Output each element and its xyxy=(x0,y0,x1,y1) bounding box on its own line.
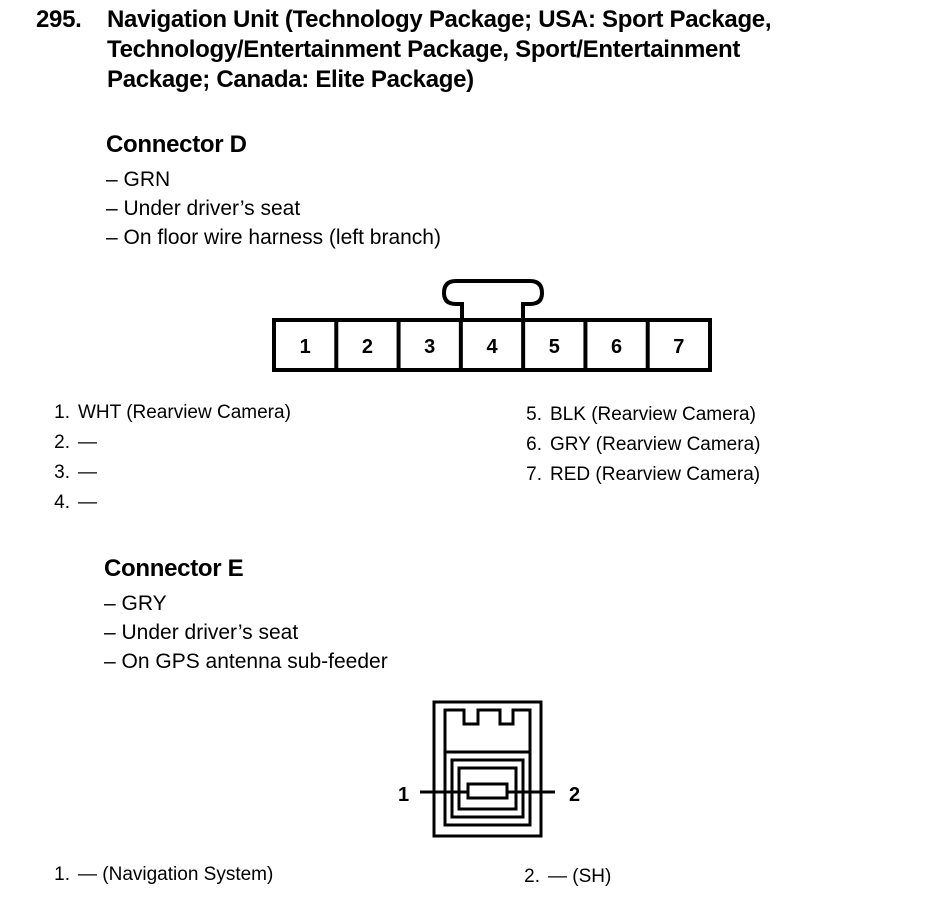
connector-d-body xyxy=(272,318,712,372)
cavity-number-5: 5 xyxy=(549,336,560,358)
pin-list-item: 7.RED (Rearview Camera) xyxy=(526,464,761,485)
pin-list-item: 2.— (SH) xyxy=(524,866,612,887)
page-title-line-2: Technology/Entertainment Package, Sport/… xyxy=(107,36,741,63)
section-number: 295. xyxy=(36,6,82,33)
cavity-number-7: 7 xyxy=(673,336,684,358)
connector-e-color: – GRY xyxy=(104,592,167,615)
cavity-number-1: 1 xyxy=(300,336,311,358)
page-title-line-1: Navigation Unit (Technology Package; USA… xyxy=(107,6,772,33)
connector-e-frame-mid xyxy=(450,758,525,819)
cavity-number-4: 4 xyxy=(486,336,498,358)
connector-e-frame-inner xyxy=(457,766,518,811)
pin-list-item: 1.WHT (Rearview Camera) xyxy=(54,402,291,423)
cavity-number-2: 2 xyxy=(362,336,373,358)
connector-d-location: – Under driver’s seat xyxy=(106,197,301,220)
pin-list-item: 1.— (Navigation System) xyxy=(54,864,274,885)
terminal-label-2: 2 xyxy=(569,784,580,806)
connector-d-latch xyxy=(441,279,545,320)
pin-list-item: 4.— xyxy=(54,492,97,513)
connector-d-color: – GRN xyxy=(106,168,171,191)
connector-e-location: – Under driver’s seat xyxy=(104,621,299,644)
connector-e-title: Connector E xyxy=(104,555,244,582)
pin-list-item: 3.— xyxy=(54,462,97,483)
connector-e-terminal xyxy=(466,782,509,800)
cavity-number-6: 6 xyxy=(611,336,622,358)
cavity-number-3: 3 xyxy=(424,336,435,358)
terminal-label-1: 1 xyxy=(398,784,409,806)
pin-list-item: 5.BLK (Rearview Camera) xyxy=(526,404,756,425)
connector-d-title: Connector D xyxy=(106,131,247,158)
pin-list-item: 2.— xyxy=(54,432,97,453)
pin-list-item: 6.GRY (Rearview Camera) xyxy=(526,434,761,455)
connector-e-feeder: – On GPS antenna sub-feeder xyxy=(104,650,388,673)
page-title-line-3: Package; Canada: Elite Package) xyxy=(107,66,474,93)
connector-e-frame-outer xyxy=(443,750,532,827)
connector-d-harness: – On floor wire harness (left branch) xyxy=(106,226,441,249)
